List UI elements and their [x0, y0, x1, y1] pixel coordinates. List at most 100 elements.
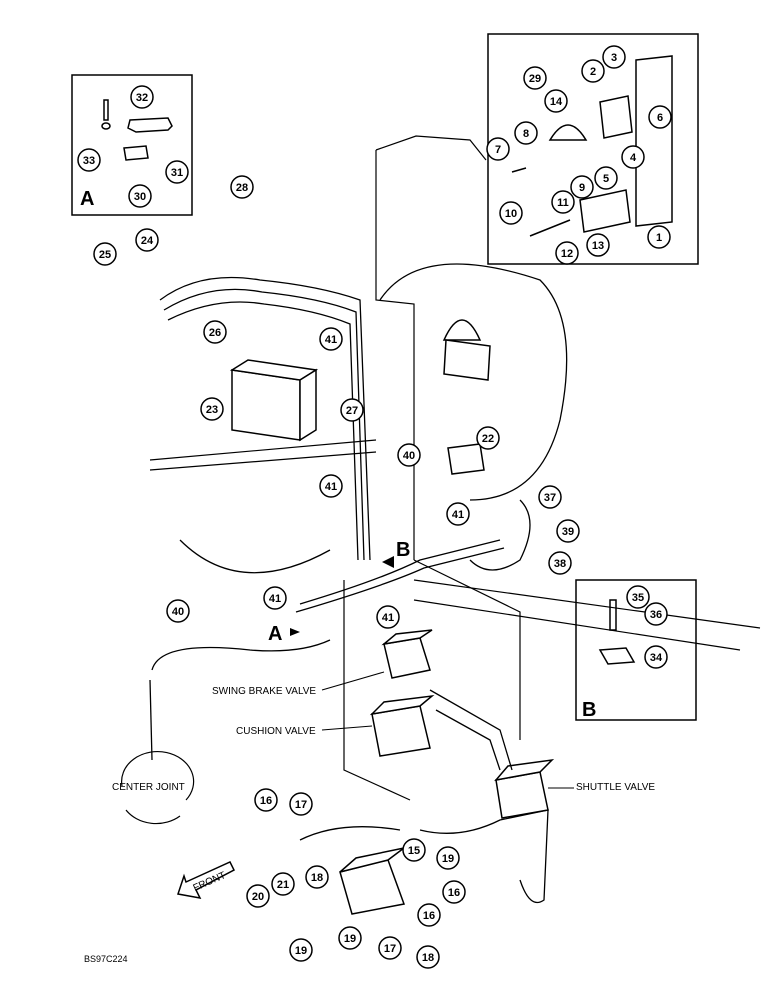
callout-number: 2	[590, 66, 596, 78]
callout-circle	[570, 175, 594, 199]
callout-number: 40	[403, 450, 415, 462]
callout-number: 32	[136, 92, 148, 104]
callout-circle	[514, 121, 538, 145]
callout-39: 39	[556, 519, 580, 543]
callout-circle	[555, 241, 579, 265]
callout-15: 15	[402, 838, 426, 862]
callout-number: 10	[505, 208, 517, 220]
view-a-pointer-label: A	[268, 623, 282, 645]
callout-40: 40	[397, 443, 421, 467]
callout-2: 2	[581, 59, 605, 83]
callout-circle	[548, 551, 572, 575]
callout-number: 36	[650, 609, 662, 621]
callout-circle	[523, 66, 547, 90]
callout-number: 27	[346, 405, 358, 417]
callout-27: 27	[340, 398, 364, 422]
callout-number: 11	[557, 197, 569, 209]
callout-31: 31	[165, 160, 189, 184]
valve-22	[442, 319, 491, 475]
callout-circle	[626, 585, 650, 609]
callout-number: 18	[311, 872, 323, 884]
callout-41: 41	[446, 502, 470, 526]
inset-view-a	[71, 74, 193, 216]
callout-number: 9	[579, 182, 585, 194]
callout-29: 29	[523, 66, 547, 90]
callout-circle	[203, 320, 227, 344]
callout-number: 16	[448, 887, 460, 899]
callout-17: 17	[289, 792, 313, 816]
swing-brake-valve-label: SWING BRAKE VALVE	[212, 686, 316, 697]
callout-circle	[402, 838, 426, 862]
callout-16: 16	[442, 880, 466, 904]
callout-number: 16	[260, 795, 272, 807]
center-joint-label: CENTER JOINT	[112, 782, 185, 793]
manifold-23	[229, 359, 319, 442]
callout-circle	[289, 792, 313, 816]
shuttle-valve	[494, 758, 555, 819]
callout-circle	[338, 926, 362, 950]
callout-number: 31	[171, 167, 183, 179]
callout-circle	[378, 936, 402, 960]
callout-circle	[271, 872, 295, 896]
callout-6: 6	[648, 105, 672, 129]
callout-circle	[263, 586, 287, 610]
drawing-reference: BS97C224	[84, 954, 128, 964]
shuttle-valve-label: SHUTTLE VALVE	[576, 782, 655, 793]
callout-41: 41	[319, 327, 343, 351]
callout-number: 24	[141, 235, 154, 247]
callout-circle	[644, 645, 668, 669]
callout-38: 38	[548, 551, 572, 575]
callout-circle	[246, 884, 270, 908]
view-b-label: B	[582, 699, 596, 721]
callout-circle	[289, 938, 313, 962]
callout-number: 23	[206, 404, 218, 416]
callout-circle	[417, 903, 441, 927]
callout-number: 41	[269, 593, 281, 605]
callout-number: 3	[611, 52, 617, 64]
callout-number: 17	[295, 799, 307, 811]
swing-brake-valve	[381, 629, 433, 679]
callout-circle	[644, 602, 668, 626]
callout-number: 13	[592, 240, 604, 252]
callout-circle	[556, 519, 580, 543]
callout-number: 40	[172, 606, 184, 618]
callout-number: 8	[523, 128, 529, 140]
callout-circle	[499, 201, 523, 225]
callout-number: 28	[236, 182, 248, 194]
callout-number: 33	[83, 155, 95, 167]
callout-number: 30	[134, 191, 146, 203]
callout-circle	[586, 233, 610, 257]
callout-circle	[486, 137, 510, 161]
callout-number: 20	[252, 891, 264, 903]
callout-23: 23	[200, 397, 224, 421]
view-arrow-a-icon	[290, 628, 300, 636]
callout-circle	[319, 474, 343, 498]
callout-circle	[77, 148, 101, 172]
callout-circle	[93, 242, 117, 266]
callout-36: 36	[644, 602, 668, 626]
cushion-valve	[369, 694, 435, 757]
center-joint	[121, 751, 195, 825]
view-b-pointer-label: B	[396, 539, 410, 561]
callout-number: 41	[452, 509, 464, 521]
callout-circle	[442, 880, 466, 904]
callout-number: 4	[630, 152, 637, 164]
manifold-15	[339, 847, 406, 915]
callout-number: 26	[209, 327, 221, 339]
callout-circle	[602, 45, 626, 69]
callout-28: 28	[230, 175, 254, 199]
callout-3: 3	[602, 45, 626, 69]
callout-circle	[551, 190, 575, 214]
callout-number: 12	[561, 248, 573, 260]
callout-12: 12	[555, 241, 579, 265]
callout-circle	[416, 945, 440, 969]
hoses	[149, 263, 568, 904]
callout-number: 35	[632, 592, 644, 604]
callout-circle	[165, 160, 189, 184]
view-arrow-b-icon	[382, 556, 394, 568]
callout-circle	[254, 788, 278, 812]
callout-circle	[436, 846, 460, 870]
callout-circle	[538, 485, 562, 509]
callout-16: 16	[417, 903, 441, 927]
callout-19: 19	[289, 938, 313, 962]
